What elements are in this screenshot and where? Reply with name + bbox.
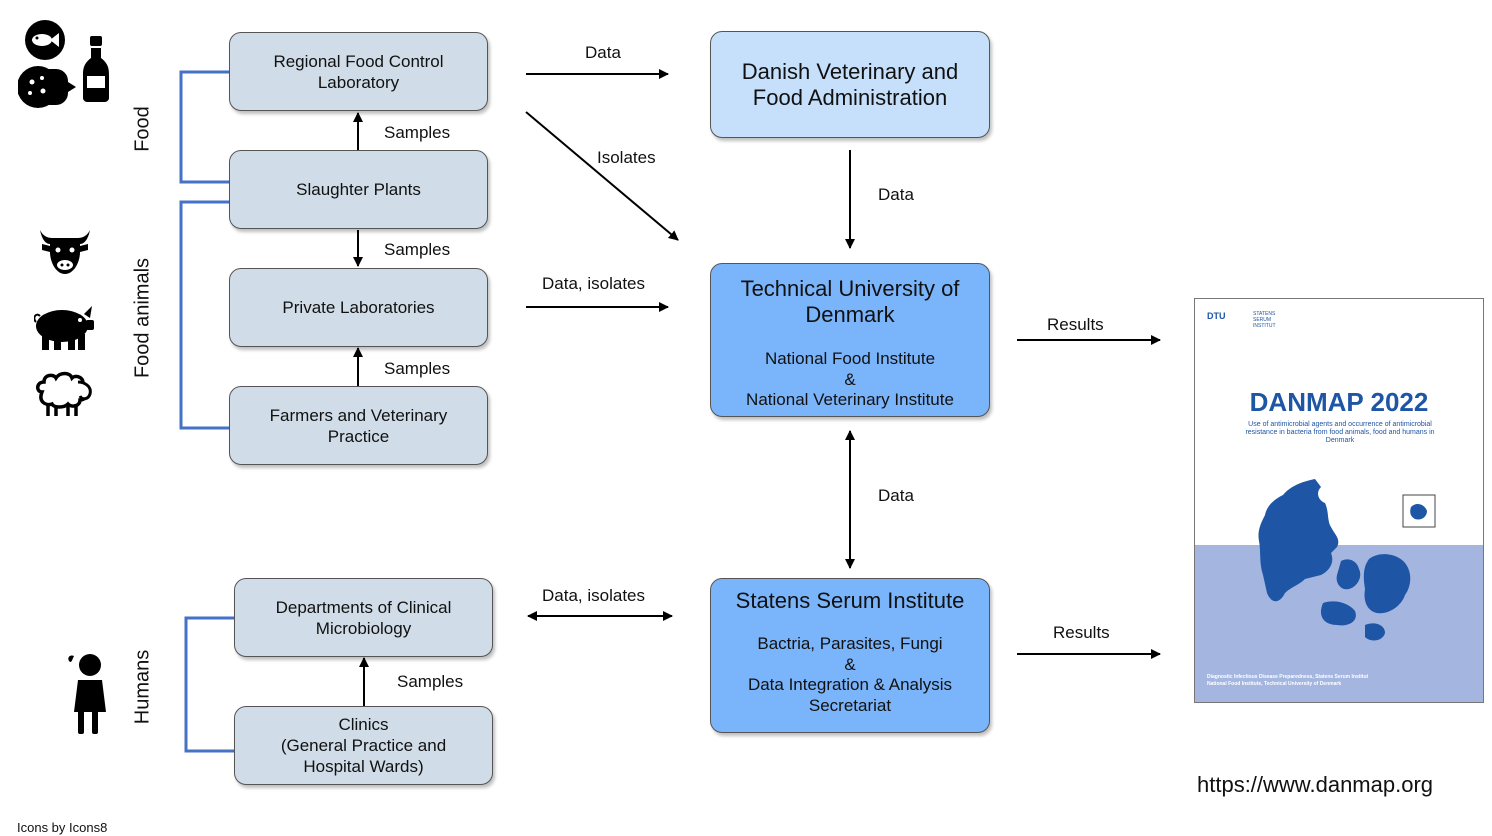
fish-icon: [25, 20, 65, 60]
dvfa-label: Danish Veterinary and Food Administratio…: [741, 58, 959, 110]
clinics-node: Clinics (General Practice and Hospital W…: [234, 706, 493, 785]
isolates-label: Isolates: [597, 148, 656, 167]
danmap-url-link[interactable]: https://www.danmap.org: [1197, 772, 1434, 797]
clinics-label: Clinics (General Practice and Hospital W…: [280, 715, 447, 776]
private-laboratories-node: Private Laboratories: [229, 268, 488, 347]
data-isolates-label-1: Data, isolates: [542, 274, 645, 293]
data-isolates-label-2: Data, isolates: [542, 586, 645, 605]
ssi-node: Statens Serum Institute Bactria, Parasit…: [710, 578, 990, 733]
food-group-label: Food: [131, 106, 154, 152]
data-label-dtu-ssi: Data: [878, 486, 914, 505]
icons-credit: Icons by Icons8: [17, 820, 108, 835]
farmers-veterinary-label: Farmers and Veterinary Practice: [269, 405, 448, 446]
dtu-logo: DTU: [1207, 311, 1226, 321]
bottle-icon: [83, 36, 109, 102]
results-label-1: Results: [1047, 315, 1104, 334]
dtu-title: Technical University of Denmark: [740, 276, 960, 327]
human-bracket: [184, 616, 235, 753]
food-bracket: [179, 70, 230, 184]
pig-icon: [34, 306, 94, 350]
ssi-title: Statens Serum Institute: [735, 588, 965, 613]
dtu-node: Technical University of Denmark National…: [710, 263, 990, 417]
samples-label-1: Samples: [384, 123, 451, 142]
child-icon: [68, 654, 106, 734]
animal-bracket: [179, 200, 230, 430]
clinical-microbiology-label: Departments of Clinical Microbiology: [275, 597, 452, 638]
regional-food-control-lab-label: Regional Food Control Laboratory: [273, 51, 444, 92]
samples-label-4: Samples: [397, 672, 464, 691]
dtu-subtitle: National Food Institute & National Veter…: [746, 349, 954, 409]
slaughter-plants-label: Slaughter Plants: [296, 180, 421, 199]
regional-food-control-lab-node: Regional Food Control Laboratory: [229, 32, 488, 111]
data-label-dvfa-dtu: Data: [878, 185, 914, 204]
farmers-veterinary-node: Farmers and Veterinary Practice: [229, 386, 488, 465]
samples-label-3: Samples: [384, 359, 451, 378]
slaughter-plants-node: Slaughter Plants: [229, 150, 488, 229]
data-label-top: Data: [585, 43, 621, 62]
private-laboratories-label: Private Laboratories: [282, 298, 435, 317]
report-title: DANMAP 2022: [1249, 387, 1429, 417]
report-footer: Diagnostic Infectious Disease Preparedne…: [1207, 674, 1369, 687]
clinical-microbiology-node: Departments of Clinical Microbiology: [234, 578, 493, 657]
results-label-2: Results: [1053, 623, 1110, 642]
sheep-icon: [36, 371, 92, 416]
samples-label-2: Samples: [384, 240, 451, 259]
report-subtitle: Use of antimicrobial agents and occurren…: [1245, 421, 1435, 444]
dvfa-node: Danish Veterinary and Food Administratio…: [710, 31, 990, 138]
denmark-map-icon: [1258, 479, 1436, 641]
ssi-logo: STATENS SERUM INSTITUT: [1253, 311, 1276, 329]
ssi-subtitle: Bactria, Parasites, Fungi & Data Integra…: [747, 634, 953, 715]
arrow-regional-to-dtu: [525, 111, 679, 241]
food-animals-group-label: Food animals: [131, 257, 154, 379]
humans-group-label: Humans: [131, 649, 154, 725]
danmap-report-cover[interactable]: DTU STATENS SERUM INSTITUT DANMAP 2022 U…: [1194, 298, 1484, 703]
cow-icon: [40, 230, 90, 274]
sausage-icon: [18, 66, 76, 108]
